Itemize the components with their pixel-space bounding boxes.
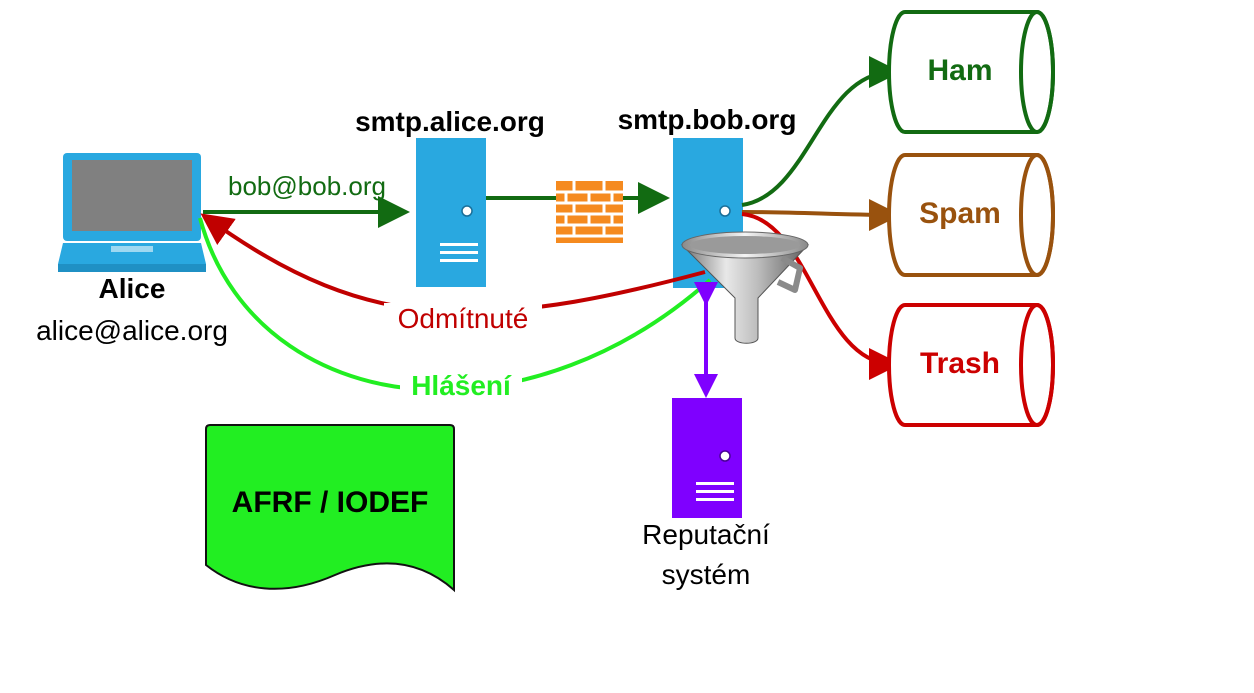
rejected-label: Odmítnuté xyxy=(398,303,529,334)
database-icon xyxy=(887,303,1055,427)
server-icon xyxy=(416,138,486,287)
alice-email: alice@alice.org xyxy=(36,315,228,346)
funnel-icon xyxy=(680,231,810,344)
spam-label: Spam xyxy=(919,197,1001,230)
bob-server-label: smtp.bob.org xyxy=(618,104,797,135)
firewall-icon xyxy=(556,181,623,243)
alice-server-label: smtp.alice.org xyxy=(355,106,545,137)
trash-arrow xyxy=(741,212,901,380)
document-label: AFRF / IODEF xyxy=(232,486,429,519)
spam-arrow xyxy=(741,198,901,231)
rejected-label-bg xyxy=(384,303,542,335)
trash-label: Trash xyxy=(920,347,1000,380)
reputation-label-line1: Reputační xyxy=(642,519,770,550)
report-label: Hlášení xyxy=(411,370,512,401)
ham-arrow xyxy=(741,56,901,207)
report-label-bg xyxy=(400,370,522,402)
envelope-recipient: bob@bob.org xyxy=(228,171,386,201)
reputation-label-line2: systém xyxy=(662,559,751,590)
document-icon xyxy=(205,424,455,593)
alice-name: Alice xyxy=(99,273,166,304)
database-icon xyxy=(887,10,1055,134)
laptop-icon xyxy=(58,153,206,272)
server-icon xyxy=(672,398,742,518)
ham-label: Ham xyxy=(927,54,992,87)
database-icon xyxy=(887,153,1055,277)
